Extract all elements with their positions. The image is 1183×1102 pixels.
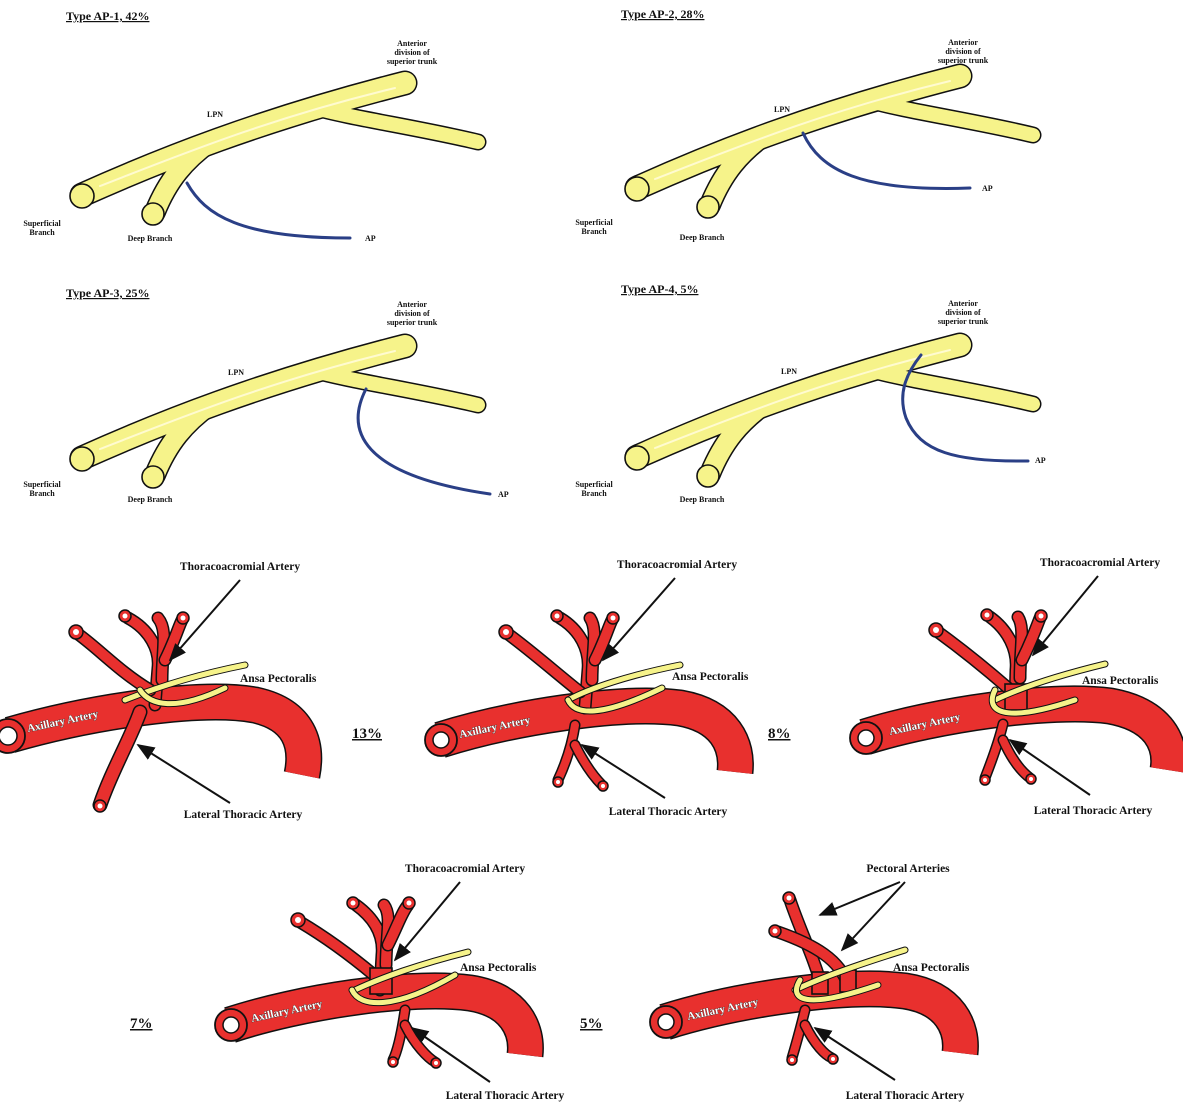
artery-panel-2: Thoracoacromial Artery Ansa Pectoralis A… [425, 559, 791, 818]
nerve-panel-ap4: Type AP-4, 5% Anterior division of super… [575, 282, 1045, 504]
ap-nerve [903, 355, 1028, 461]
thoracoacromial-label: Thoracoacromial Artery [180, 561, 300, 573]
ansa-label: Ansa Pectoralis [1082, 675, 1159, 687]
superficial-label-1: Superficial [575, 218, 613, 227]
deep-branch-label: Deep Branch [680, 233, 725, 242]
anterior-label-1: Anterior [948, 38, 978, 47]
ap-nerve [803, 133, 970, 188]
ansa-label: Ansa Pectoralis [460, 962, 537, 974]
percent-label: 7% [130, 1016, 153, 1032]
lateral-thoracic-label: Lateral Thoracic Artery [446, 1090, 565, 1102]
anterior-label-1: Anterior [397, 300, 427, 309]
lateral-thoracic-label: Lateral Thoracic Artery [846, 1090, 965, 1102]
ap-nerve [187, 183, 350, 238]
artery-panel-4: Thoracoacromial Artery Ansa Pectoralis A… [130, 863, 565, 1102]
artery-panel-1: Thoracoacromial Artery Ansa Pectoralis A… [0, 561, 382, 821]
lateral-thoracic-label: Lateral Thoracic Artery [184, 809, 303, 821]
pectoral-arteries-label: Pectoral Arteries [866, 863, 950, 875]
superficial-label-1: Superficial [23, 219, 61, 228]
superficial-label-1: Superficial [575, 480, 613, 489]
deep-branch-label: Deep Branch [128, 495, 173, 504]
nerve-panel-ap3: Type AP-3, 25% Anterior division of supe… [23, 286, 508, 504]
superficial-label-2: Branch [581, 489, 607, 498]
panel-title: Type AP-2, 28% [621, 7, 704, 21]
thoracoacromial-label: Thoracoacromial Artery [617, 559, 737, 571]
pectoral-arrow-1 [820, 882, 900, 915]
nerve-panel-ap2: Type AP-2, 28% Anterior division of supe… [575, 7, 1033, 242]
anterior-label-1: Anterior [397, 39, 427, 48]
superficial-label-2: Branch [581, 227, 607, 236]
lpn-label: LPN [781, 367, 797, 376]
ansa-label: Ansa Pectoralis [893, 962, 970, 974]
lpn-label: LPN [228, 368, 244, 377]
panel-title: Type AP-4, 5% [621, 282, 698, 296]
anterior-label-3: superior trunk [387, 57, 438, 66]
percent-label: 5% [580, 1016, 603, 1032]
anterior-label-2: division of [945, 47, 981, 56]
anterior-label-2: division of [945, 308, 981, 317]
lpn-label: LPN [774, 105, 790, 114]
thoracoacromial-label: Thoracoacromial Artery [405, 863, 525, 875]
ansa-label: Ansa Pectoralis [240, 673, 317, 685]
anterior-label-2: division of [394, 48, 430, 57]
artery-panel-5: Pectoral Arteries Ansa Pectoralis Axilla… [580, 863, 970, 1102]
anterior-label-3: superior trunk [938, 317, 989, 326]
ap-label: AP [982, 184, 993, 193]
superficial-label-2: Branch [29, 489, 55, 498]
deep-branch-label: Deep Branch [680, 495, 725, 504]
anterior-label-3: superior trunk [938, 56, 989, 65]
anterior-label-3: superior trunk [387, 318, 438, 327]
thoracoacromial-label: Thoracoacromial Artery [1040, 557, 1160, 569]
panel-title: Type AP-3, 25% [66, 286, 149, 300]
artery-panel-3: Thoracoacromial Artery Ansa Pectoralis A… [850, 557, 1169, 817]
deep-branch-label: Deep Branch [128, 234, 173, 243]
ap-label: AP [498, 490, 509, 499]
ansa-label: Ansa Pectoralis [672, 671, 749, 683]
nerve-panel-ap1: Type AP-1, 42% Anterior division of supe… [23, 9, 478, 243]
lpn-label: LPN [207, 110, 223, 119]
lateral-thoracic-label: Lateral Thoracic Artery [1034, 805, 1153, 817]
ap-label: AP [1035, 456, 1046, 465]
panel-title: Type AP-1, 42% [66, 9, 149, 23]
superficial-label-2: Branch [29, 228, 55, 237]
superficial-label-1: Superficial [23, 480, 61, 489]
ap-label: AP [365, 234, 376, 243]
anterior-label-2: division of [394, 309, 430, 318]
anterior-label-1: Anterior [948, 299, 978, 308]
percent-label: 13% [352, 726, 382, 742]
percent-label: 8% [768, 726, 791, 742]
lateral-thoracic-arrow [138, 745, 230, 803]
lateral-thoracic-label: Lateral Thoracic Artery [609, 806, 728, 818]
